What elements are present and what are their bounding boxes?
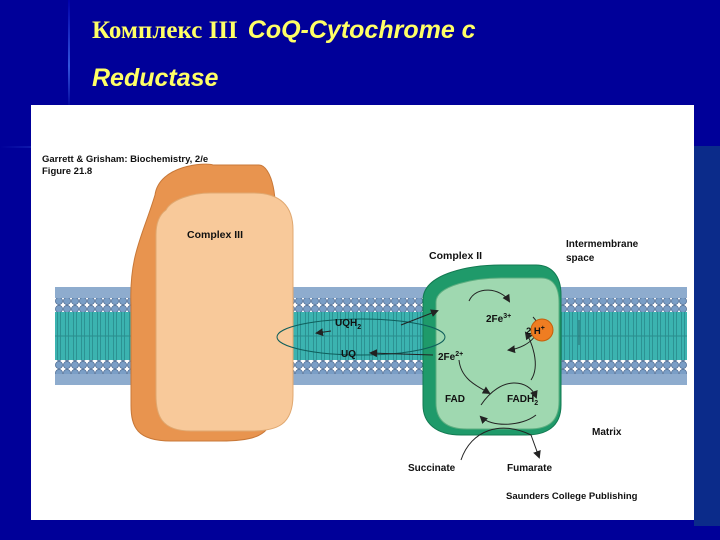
complex-ii-front — [435, 277, 560, 430]
succinate-to-fumarate-arrow — [460, 427, 541, 461]
complex-iii-label: Complex III — [187, 229, 243, 241]
fe-cycle-top-arrow — [468, 289, 511, 303]
slide-title: Комплекс III CoQ-Cytochrome c — [92, 12, 476, 49]
fadh2-label: FADH2 — [507, 394, 538, 407]
fe2-label: 2Fe2+ — [438, 351, 463, 363]
figure-diagram: Garrett & Grisham: Biochemistry, 2/e Fig… — [42, 154, 687, 502]
uq-label: UQ — [341, 349, 356, 360]
proton-circle — [530, 318, 554, 342]
fadh2-to-fe3-arrow — [524, 331, 536, 381]
ubiquinone-cycle-ellipse — [276, 318, 446, 356]
fad-label: FAD — [445, 394, 465, 405]
matrix-label: Matrix — [592, 427, 622, 438]
slide-decoration-right-panel — [694, 146, 720, 526]
slide-decoration-vertical — [68, 0, 70, 110]
slide-title-continued: Reductase — [92, 64, 219, 92]
complex-iii-front-lobe — [155, 192, 294, 432]
fe2-to-fad-arrow — [458, 359, 491, 395]
slide-title-english: CoQ-Cytochrome c — [247, 16, 476, 44]
fe-to-uq-arrow — [369, 349, 434, 358]
intermembrane-label-line1: Intermembrane — [566, 239, 639, 250]
uqh2-to-complex-iii-arrow — [315, 328, 332, 337]
succinate-label: Succinate — [408, 463, 456, 474]
fumarate-label: Fumarate — [507, 463, 552, 474]
fadh2-to-fad-arrow — [479, 414, 537, 425]
proton-label: 2 H+ — [526, 325, 545, 337]
intermembrane-label-line2: space — [566, 253, 595, 264]
uqh2-label: UQH2 — [335, 318, 361, 331]
fe3-label: 2Fe3+ — [486, 313, 511, 325]
figure-credit-line1: Garrett & Grisham: Biochemistry, 2/e — [42, 154, 208, 165]
membrane-lower-heads-row2 — [55, 374, 687, 385]
complex-ii-label: Complex II — [429, 250, 482, 262]
figure-credit-line2: Figure 21.8 — [42, 166, 92, 177]
membrane-upper-heads-row2 — [55, 287, 687, 298]
uqh2-to-fe-arrow — [400, 309, 439, 326]
complex-iii-protein: Complex III — [130, 163, 294, 442]
complex-iii-figure: Garrett & Grisham: Biochemistry, 2/e Fig… — [31, 105, 694, 520]
publisher-credit: Saunders College Publishing — [506, 491, 638, 502]
slide-title-russian: Комплекс III — [92, 17, 238, 44]
complex-ii-protein: Complex II — [422, 250, 562, 436]
fad-to-fadh2-arrow — [480, 382, 538, 406]
